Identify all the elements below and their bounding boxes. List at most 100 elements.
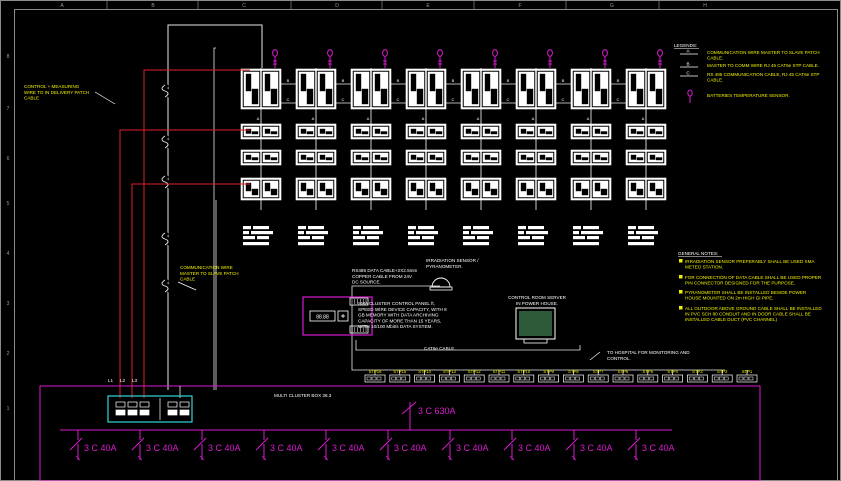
general-note-text: FOR CONNECTION OF DATA CABLE SHALL BE US…: [685, 275, 822, 280]
monitor-stand: [523, 338, 548, 344]
display-right: [319, 73, 326, 92]
slot-left: [526, 188, 534, 196]
battery-temperature-sensor-icon: [492, 49, 498, 57]
mcb-label: MULTI CLUSTER BOX 36.3: [274, 393, 332, 398]
inverter-unit: [515, 177, 557, 201]
display-left: [630, 182, 637, 192]
slot-left: [361, 131, 369, 135]
panel-right: [372, 126, 389, 137]
display-right: [594, 73, 601, 92]
panel-right: [482, 126, 499, 137]
mcb-breaker: [167, 409, 178, 416]
inverter-unit: [405, 123, 447, 140]
label-bar: [628, 242, 654, 246]
slot-right: [655, 131, 663, 135]
panel-right: [262, 126, 279, 137]
battery-temperature-sensor-icon: [382, 49, 388, 57]
inverter-unit: [350, 177, 392, 201]
slot-left: [526, 131, 534, 135]
display-left: [520, 128, 527, 134]
panel-right: [427, 126, 444, 137]
label-bar: [518, 242, 544, 246]
feeder-breaker-slash: [69, 437, 83, 451]
label-bar: [573, 226, 581, 230]
label-bar: [628, 226, 636, 230]
panel-left: [298, 126, 315, 137]
label-bar: [422, 236, 434, 240]
panel-left: [243, 126, 260, 137]
slot-left: [526, 88, 534, 105]
slot-right: [380, 188, 388, 196]
stp-label: STP13: [443, 369, 456, 374]
break-mask: [164, 134, 172, 150]
label-bar: [573, 236, 585, 240]
panel-right: [647, 126, 664, 137]
panel-left: [243, 152, 260, 163]
cluster-label-block: [628, 226, 658, 246]
break-mask: [164, 231, 172, 247]
slot-right: [600, 188, 608, 196]
feeder-breaker-slash: [317, 437, 331, 451]
phase-label: L3: [132, 378, 138, 383]
display-right: [539, 182, 546, 192]
control-room-note: CONTROL ROOM SERVER: [508, 295, 567, 300]
slot-left: [471, 131, 479, 135]
slot-left: [581, 157, 589, 161]
label-bar: [518, 236, 530, 240]
cluster-label-block: [573, 226, 603, 246]
display-left: [355, 182, 362, 192]
inverter-unit: [240, 149, 282, 166]
rs485-note: DC SOURCE.: [352, 280, 381, 285]
inverter-unit: [625, 123, 667, 140]
cluster-panel-note: GB MEMORY WITH DATA ARCHIVING: [358, 313, 439, 318]
display-left: [575, 128, 582, 134]
cluster-panel-note: WITH 10/100 Mbit/s DATA SYSTEM.: [358, 324, 433, 329]
irradiation-note: PYRANOMETER.: [426, 264, 463, 269]
panel-left: [518, 152, 535, 163]
slot-left: [251, 88, 259, 105]
row-marker: 2: [7, 351, 10, 357]
battery-temperature-sensor-icon: [437, 49, 443, 57]
slot-right: [435, 88, 443, 105]
mcb-terminal: [115, 401, 126, 408]
inverter-unit: [625, 149, 667, 166]
label-bar: [408, 242, 434, 246]
feeder-breaker-label: 3 C 40A: [146, 443, 179, 453]
display-left: [520, 154, 527, 160]
stp-port: [500, 376, 506, 381]
red-control-wire-1: [119, 129, 250, 398]
wire-tag: C: [342, 97, 345, 102]
label-bar: [628, 236, 640, 240]
break-mask: [164, 83, 172, 99]
breaker-slash: [401, 401, 417, 415]
inverter-unit: [460, 149, 502, 166]
battery-temperature-sensor-icon: [657, 49, 663, 57]
inverter-unit: [570, 123, 612, 140]
general-note-text: PYRANOMETER SHALL BE INSTALLED BESIDE PO…: [685, 290, 807, 295]
stp-box: [389, 374, 411, 383]
panel-left: [298, 152, 315, 163]
general-note-text: IN PVC SCH 80 CONDUIT AND IN DOOR CABLE …: [685, 312, 811, 317]
stp-port: [451, 376, 456, 381]
cluster-panel-note: SPEED WIRE DEVICE CAPACITY, WITH 8: [358, 307, 447, 312]
label-bar: [581, 231, 603, 235]
label-bar: [518, 226, 526, 230]
slot-right: [325, 157, 333, 161]
display-right: [264, 182, 271, 192]
control-note: CABLE: [24, 96, 39, 101]
panel-left: [628, 126, 645, 137]
display-right: [319, 154, 326, 160]
display-right: [594, 182, 601, 192]
wire-tag: A: [587, 116, 590, 121]
wire-tag: C: [397, 97, 400, 102]
display-right: [429, 154, 436, 160]
break-symbol: [161, 279, 169, 293]
panel-right: [482, 152, 499, 163]
stp-port: [446, 376, 451, 381]
comm-wire-master: [167, 24, 263, 390]
stp-port: [589, 376, 595, 381]
slot-right: [655, 88, 663, 105]
display-right: [594, 154, 601, 160]
display-left: [355, 73, 362, 92]
